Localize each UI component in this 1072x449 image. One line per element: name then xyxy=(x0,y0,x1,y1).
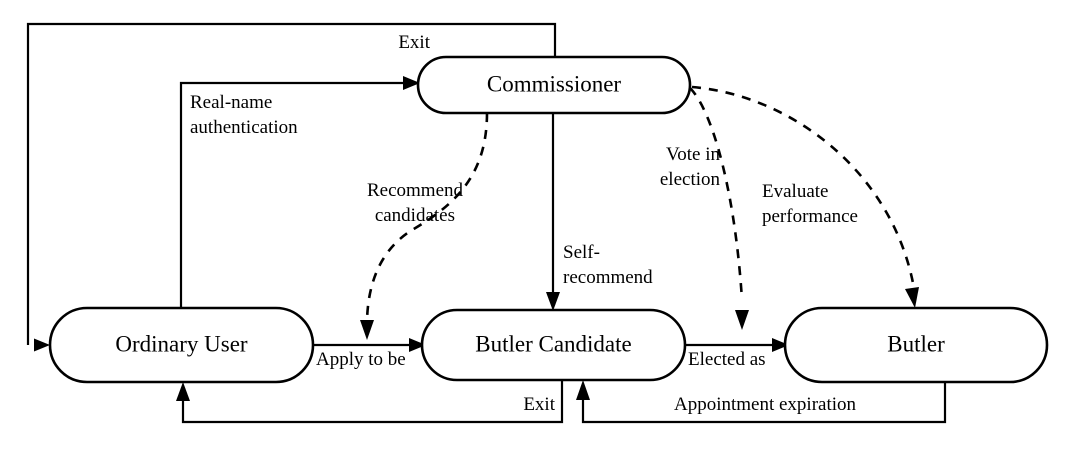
arrowhead xyxy=(772,338,789,352)
edge-real-name-authentication xyxy=(179,76,420,308)
node-shape xyxy=(420,308,687,382)
edge-exit-candidate-to-ordinary-user xyxy=(176,380,564,424)
arrowhead xyxy=(176,382,190,401)
arrowhead xyxy=(905,287,919,308)
node-ordinary-user[interactable]: Ordinary User xyxy=(48,306,315,384)
edge-path xyxy=(581,382,947,424)
edge-recommend-candidates xyxy=(360,112,489,340)
edge-label-evaluate-line1: Evaluate xyxy=(762,181,828,202)
edge-label-real-name-line1: Real-name xyxy=(190,92,272,113)
edge-path xyxy=(689,87,744,301)
node-label-commissioner: Commissioner xyxy=(487,71,622,96)
edge-path xyxy=(691,85,915,284)
edge-appointment-expiration xyxy=(576,380,947,424)
edge-label-vote-line1: Vote in xyxy=(666,144,721,165)
edge-label-evaluate-line2: performance xyxy=(762,206,858,227)
arrowhead xyxy=(409,338,426,352)
node-shape xyxy=(48,306,315,384)
edge-label-elected-as: Elected as xyxy=(688,349,766,370)
edge-vote-in-election xyxy=(689,87,749,330)
arrowhead xyxy=(546,292,560,311)
edge-label-real-name-line2: authentication xyxy=(190,117,298,138)
edge-label-recommend-line1: Recommend xyxy=(367,180,464,201)
node-label-butler: Butler xyxy=(887,331,945,356)
edge-label-apply-to-be: Apply to be xyxy=(316,349,406,370)
edge-exit-commissioner-to-ordinary-user xyxy=(26,22,557,352)
arrowhead xyxy=(34,338,50,352)
edge-self-recommend xyxy=(546,113,560,311)
node-commissioner[interactable]: Commissioner xyxy=(416,55,692,115)
edge-path xyxy=(181,380,564,424)
node-shape xyxy=(783,306,1049,384)
edge-label-recommend-line2: candidates xyxy=(375,205,455,226)
edge-label-self-recommend-line1: Self- xyxy=(563,242,600,263)
node-butler[interactable]: Butler xyxy=(783,306,1049,384)
arrowhead xyxy=(735,310,749,330)
edge-apply-to-be xyxy=(313,338,426,352)
arrowhead xyxy=(360,320,374,340)
arrowhead xyxy=(576,380,590,400)
edge-label-appointment-expiration: Appointment expiration xyxy=(674,394,857,415)
edge-label-exit-top: Exit xyxy=(398,32,430,53)
arrowhead xyxy=(403,76,420,90)
edge-label-exit-bottom: Exit xyxy=(523,394,555,415)
node-label-ordinary-user: Ordinary User xyxy=(115,331,248,356)
edge-evaluate-performance xyxy=(691,85,919,308)
node-shape xyxy=(416,55,692,115)
edge-path xyxy=(179,81,418,308)
node-butler-candidate[interactable]: Butler Candidate xyxy=(420,308,687,382)
edge-label-self-recommend-line2: recommend xyxy=(563,267,653,288)
node-label-butler-candidate: Butler Candidate xyxy=(475,331,632,356)
edge-label-vote-line2: election xyxy=(660,169,721,190)
edge-elected-as xyxy=(685,338,789,352)
edge-path xyxy=(26,22,557,345)
